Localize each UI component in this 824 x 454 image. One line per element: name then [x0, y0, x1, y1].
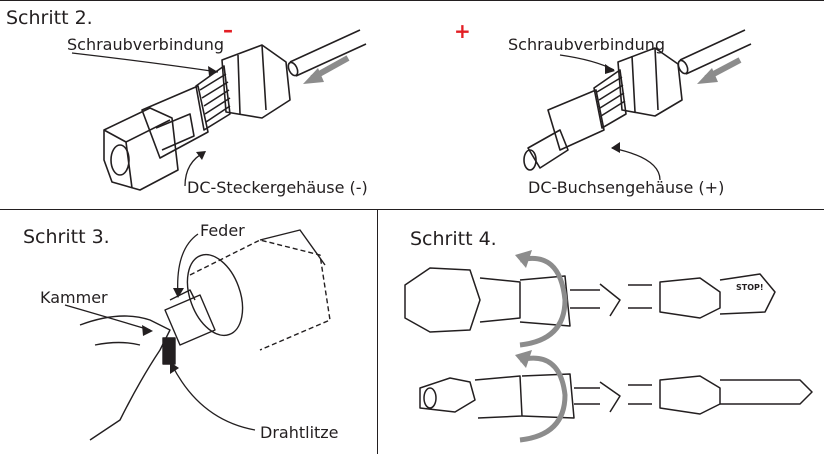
wire-strand-pointer	[171, 364, 256, 431]
chamber-label: Kammer	[40, 288, 108, 307]
spring-pointer	[177, 233, 199, 297]
dc-plug-housing-label: DC-Steckergehäuse (-)	[187, 178, 368, 197]
left-screw-connection-label: Schraubverbindung	[67, 35, 224, 54]
minus-sign: –	[223, 18, 233, 42]
dc-socket-housing-label: DC-Buchsengehäuse (+)	[528, 178, 725, 197]
plus-sign: +	[454, 19, 471, 43]
step4-title: Schritt 4.	[410, 228, 497, 250]
right-screw-connection-label: Schraubverbindung	[508, 35, 665, 54]
stop-marking: STOP!	[736, 283, 764, 292]
horizontal-divider	[0, 209, 824, 210]
right-housing-pointer	[611, 147, 661, 181]
vertical-divider	[377, 210, 378, 454]
step3-title: Schritt 3.	[23, 226, 110, 248]
top-rotation-arrow	[519, 255, 568, 348]
chamber-pointer	[64, 304, 151, 331]
step2-title: Schritt 2.	[6, 7, 93, 29]
wire-strand-label: Drahtlitze	[260, 423, 339, 442]
bottom-rotation-arrow	[519, 355, 568, 443]
spring-label: Feder	[200, 221, 245, 240]
top-border	[0, 0, 824, 1]
left-screw-pointer	[71, 52, 219, 73]
